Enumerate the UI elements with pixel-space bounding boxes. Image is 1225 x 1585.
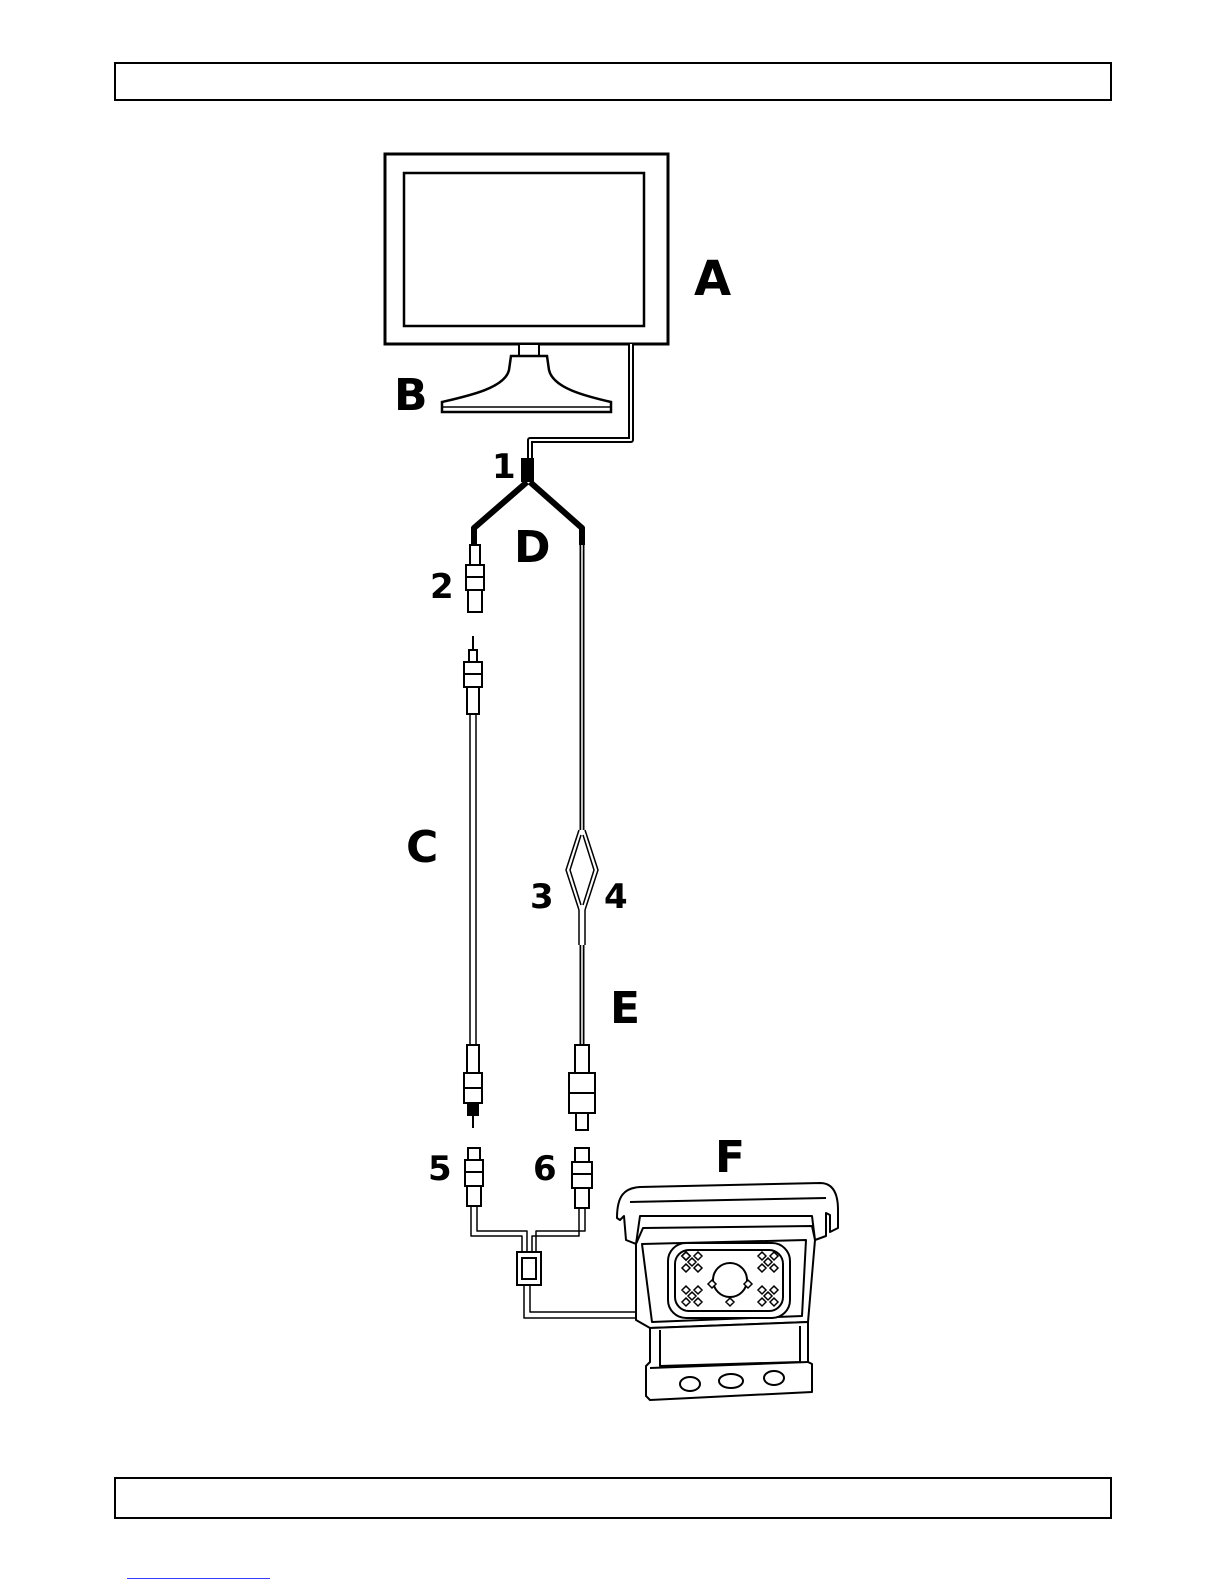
label-b: B	[394, 370, 428, 421]
camera-cable-junction	[517, 1252, 541, 1285]
monitor-bezel	[385, 154, 668, 344]
label-6: 6	[533, 1149, 557, 1189]
label-1: 1	[492, 447, 516, 487]
label-a: A	[694, 251, 731, 307]
camera	[617, 1183, 838, 1400]
label-2: 2	[430, 567, 454, 607]
camera-cable	[471, 1206, 641, 1318]
cable-e-split	[566, 830, 598, 945]
label-4: 4	[604, 877, 628, 917]
monitor-neck	[519, 344, 539, 356]
label-c: C	[406, 822, 438, 873]
connector-6	[572, 1148, 592, 1208]
connector-1	[521, 458, 534, 482]
label-d: D	[514, 522, 551, 573]
connector-2	[466, 545, 484, 612]
label-e: E	[610, 983, 640, 1034]
label-f: F	[715, 1132, 745, 1183]
cable-c	[464, 636, 482, 1128]
cable-e	[569, 945, 595, 1130]
label-5: 5	[428, 1149, 452, 1189]
monitor-stand	[442, 356, 611, 412]
label-3: 3	[530, 877, 554, 917]
connector-5	[465, 1148, 483, 1206]
